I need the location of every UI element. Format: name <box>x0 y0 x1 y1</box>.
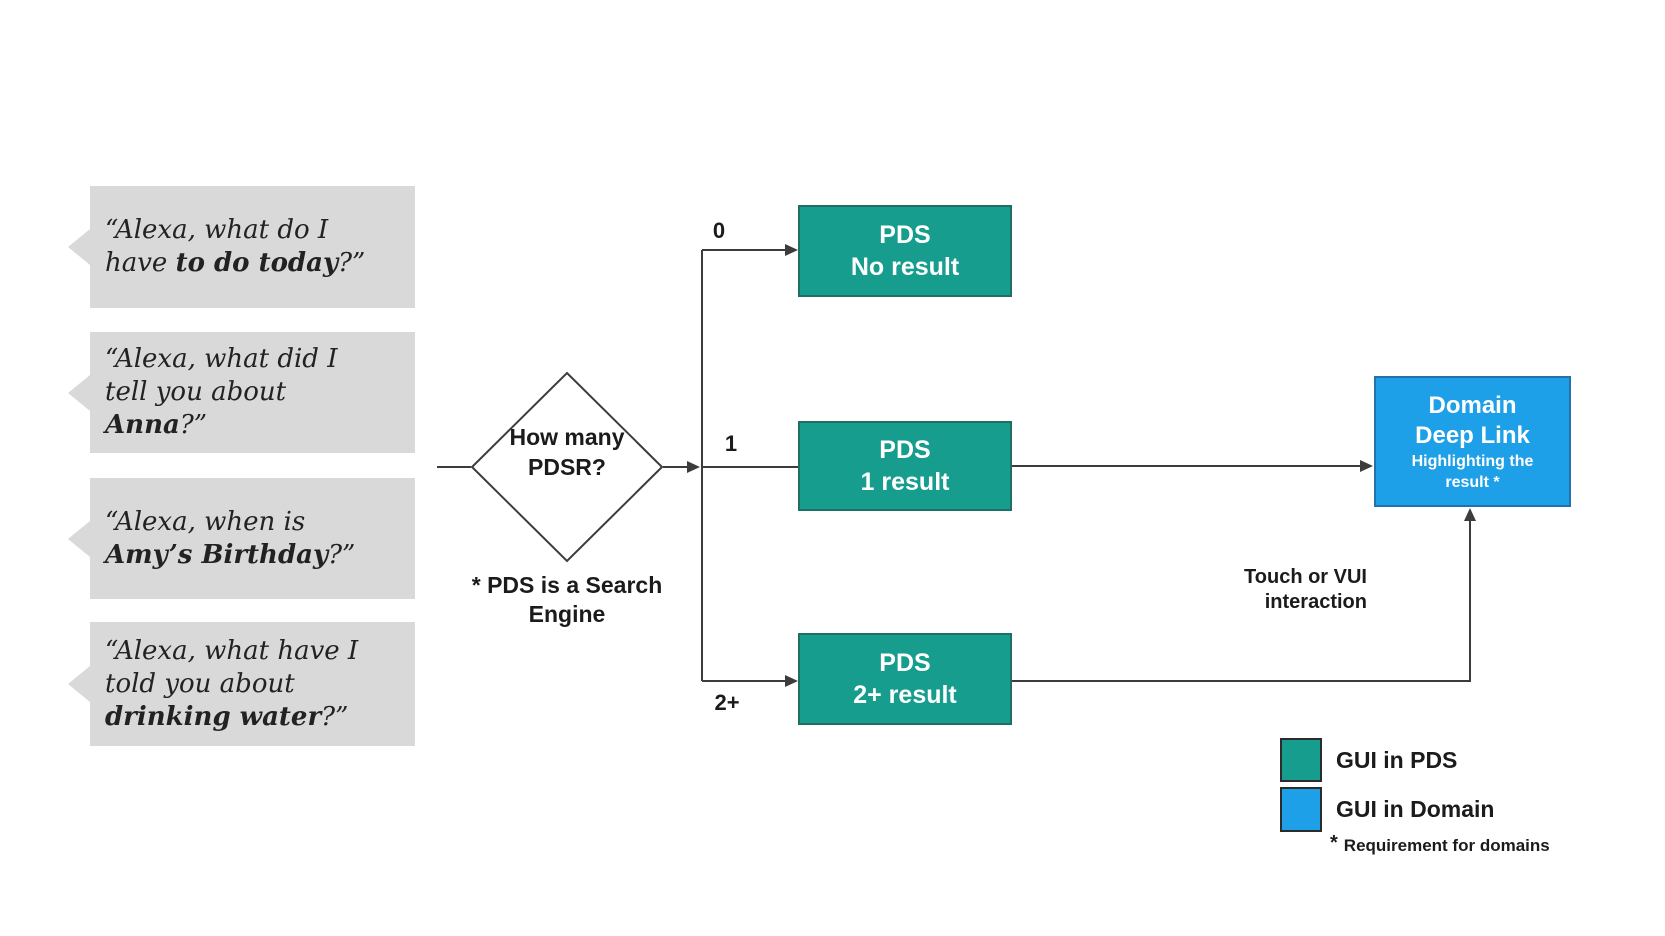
branch-label-1: 1 <box>724 431 738 456</box>
quote-pre: “Alexa, what have I told you about <box>105 635 359 699</box>
speech-bubble-tail <box>68 229 90 265</box>
speech-bubble-tail <box>68 666 90 702</box>
branch-label-0: 0 <box>712 218 726 243</box>
speech-bubble-1: “Alexa, what do I have to do today?” <box>68 186 415 308</box>
decision-diamond-shape <box>470 371 664 563</box>
quote-post: ?” <box>338 248 366 278</box>
pds-search-engine-footnote: * PDS is a Search Engine <box>471 572 663 627</box>
pds-2plus-result-box: PDS 2+ result <box>798 633 1012 725</box>
quote-pre: “Alexa, what do I have <box>105 215 329 278</box>
quote-text: “Alexa, what have I told you about drink… <box>105 635 358 734</box>
quote-emphasis: drinking water <box>105 701 322 732</box>
quote-emphasis: Anna <box>105 410 180 440</box>
quote-text: “Alexa, what did I tell you about Anna?” <box>105 343 337 442</box>
quote-text: “Alexa, what do I have to do today?” <box>105 214 365 280</box>
box-label: PDS No result <box>850 221 960 281</box>
requirement-footnote: * Requirement for domains <box>1330 833 1630 856</box>
quote-pre: “Alexa, when is <box>105 506 306 537</box>
speech-bubble-tail <box>68 374 90 411</box>
pds-no-result-box: PDS No result <box>798 205 1012 297</box>
footnote-asterisk: * <box>1330 832 1338 854</box>
quote-pre: “Alexa, what did I tell you about <box>105 344 338 407</box>
domain-box-subtitle: Highlighting the result * <box>1411 452 1534 491</box>
quote-post: ?” <box>328 539 356 570</box>
decision-question: How many PDSR? <box>509 424 625 480</box>
domain-box-title: Domain Deep Link <box>1415 391 1530 449</box>
footnote-text: Requirement for domains <box>1343 836 1550 855</box>
legend-swatch-gui-in-pds <box>1280 738 1322 782</box>
speech-bubble-tail <box>68 520 90 557</box>
quote-text: “Alexa, when is Amy’s Birthday?” <box>105 506 355 572</box>
connector-two-result-to-domain <box>1012 521 1471 682</box>
speech-bubble-2: “Alexa, what did I tell you about Anna?” <box>68 332 415 453</box>
box-label: PDS 2+ result <box>853 649 957 709</box>
arrowheads <box>687 244 1476 687</box>
box-label: PDS 1 result <box>860 436 950 496</box>
touch-vui-annotation: Touch or VUI interaction <box>1244 566 1367 613</box>
speech-bubble-3: “Alexa, when is Amy’s Birthday?” <box>68 478 415 599</box>
pds-1-result-box: PDS 1 result <box>798 421 1012 511</box>
quote-post: ?” <box>179 410 208 440</box>
domain-deep-link-box: Domain Deep Link Highlighting the result… <box>1374 376 1571 507</box>
speech-bubble-4: “Alexa, what have I told you about drink… <box>68 622 415 746</box>
quote-emphasis: Amy’s Birthday <box>105 539 329 570</box>
branch-label-2plus: 2+ <box>714 690 740 715</box>
quote-post: ?” <box>321 701 349 732</box>
legend-label-gui-in-domain: GUI in Domain <box>1336 796 1495 822</box>
quote-emphasis: to do today <box>175 248 339 278</box>
legend-swatch-gui-in-domain <box>1280 787 1322 832</box>
legend-label-gui-in-pds: GUI in PDS <box>1336 746 1458 773</box>
